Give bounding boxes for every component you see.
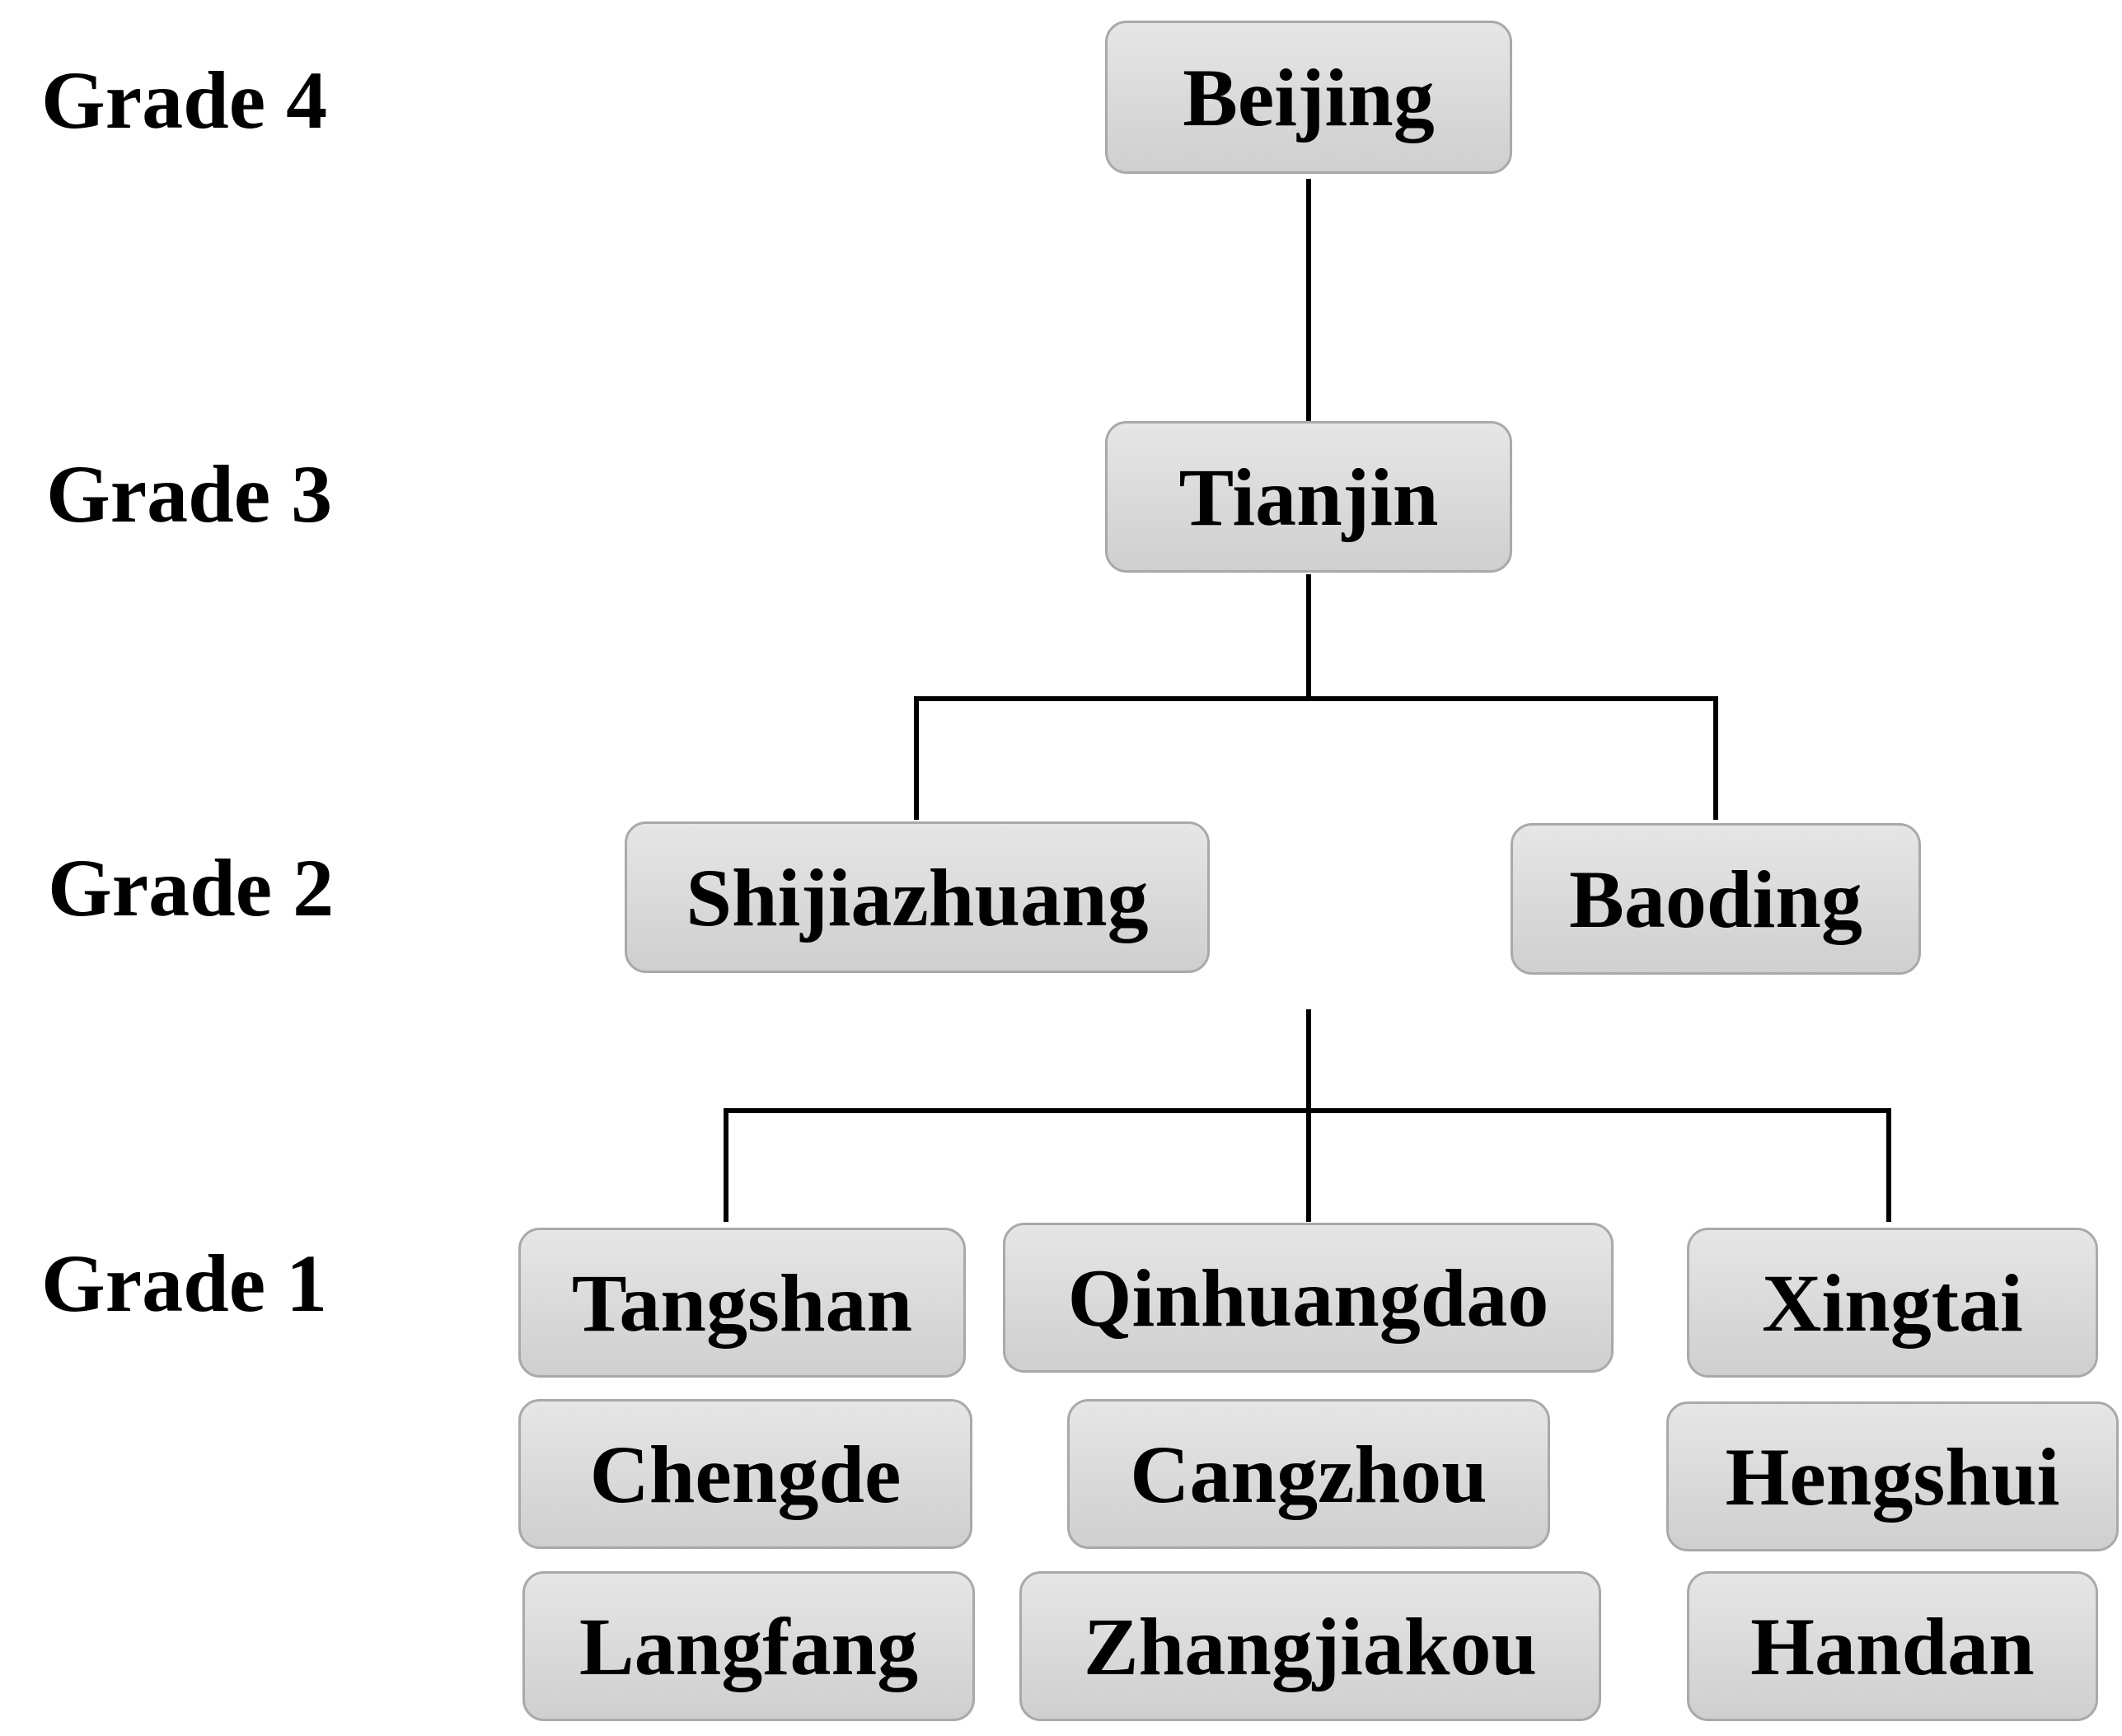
node-tangshan: Tangshan [518, 1228, 966, 1378]
node-zhangjiakou: Zhangjiakou [1019, 1571, 1601, 1721]
grade-4-label: Grade 4 [41, 54, 328, 146]
grade-1-label: Grade 1 [41, 1238, 328, 1329]
node-handan: Handan [1687, 1571, 2098, 1721]
node-tianjin: Tianjin [1105, 421, 1512, 573]
grade-3-label: Grade 3 [46, 448, 333, 540]
node-langfang: Langfang [522, 1571, 975, 1721]
node-chengde: Chengde [518, 1399, 972, 1549]
node-hengshui: Hengshui [1666, 1401, 2119, 1551]
node-cangzhou: Cangzhou [1067, 1399, 1550, 1549]
node-qinhuangdao: Qinhuangdao [1003, 1223, 1614, 1373]
node-beijing: Beijing [1105, 21, 1512, 174]
grade-2-label: Grade 2 [48, 842, 335, 934]
node-shijiazhuang: Shijiazhuang [625, 821, 1210, 973]
node-baoding: Baoding [1511, 823, 1921, 975]
node-xingtai: Xingtai [1687, 1228, 2098, 1378]
